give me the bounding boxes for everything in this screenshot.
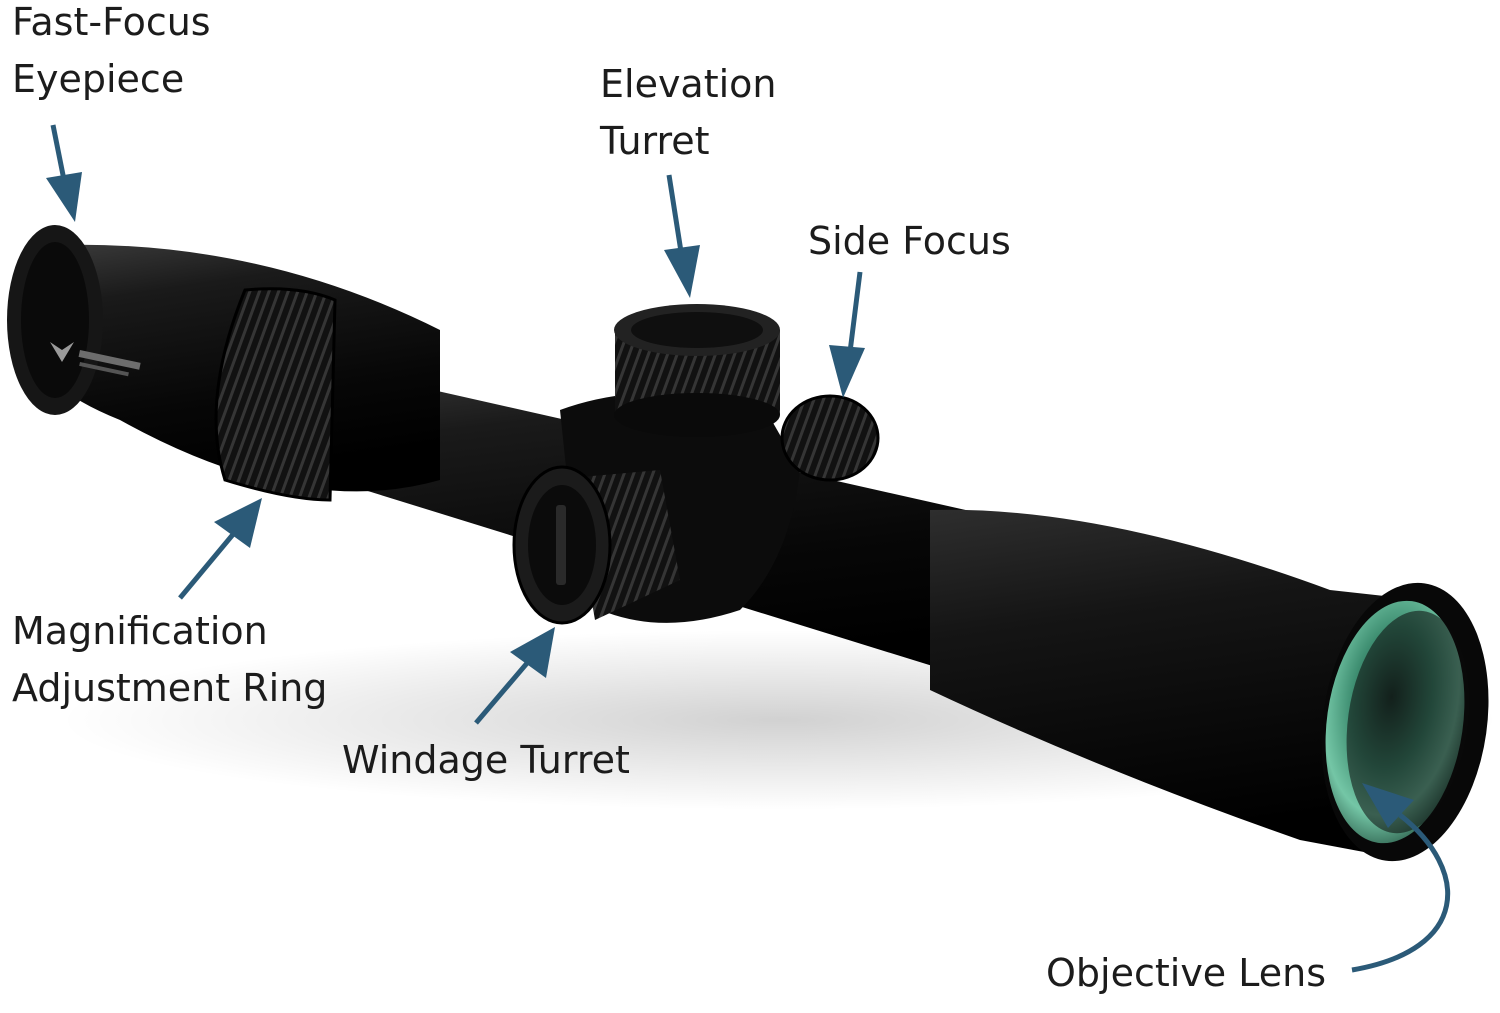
label-magnification-adjustment-ring: Magnification Adjustment Ring [12, 603, 327, 717]
label-line: Objective Lens [1046, 945, 1326, 1002]
label-line: Fast-Focus [12, 0, 211, 51]
label-fast-focus-eyepiece: Fast-Focus Eyepiece [12, 0, 211, 108]
label-line: Eyepiece [12, 51, 211, 108]
label-line: Magnification [12, 603, 327, 660]
elevation-turret-knob [614, 304, 780, 437]
arrow-fast-focus-eyepiece [46, 125, 82, 222]
label-line: Adjustment Ring [12, 660, 327, 717]
label-line: Turret [600, 113, 777, 170]
label-side-focus: Side Focus [808, 213, 1011, 270]
label-line: Elevation [600, 56, 777, 113]
label-line: Side Focus [808, 213, 1011, 270]
label-elevation-turret: Elevation Turret [600, 56, 777, 170]
arrow-magnification-adjustment-ring [180, 498, 262, 598]
arrow-side-focus [829, 272, 865, 398]
label-objective-lens: Objective Lens [1046, 945, 1326, 1002]
side-focus-knob [782, 396, 878, 480]
label-line: Windage Turret [342, 732, 630, 789]
label-windage-turret: Windage Turret [342, 732, 630, 789]
eyepiece-end-inner [21, 242, 89, 398]
arrow-elevation-turret [664, 175, 700, 298]
